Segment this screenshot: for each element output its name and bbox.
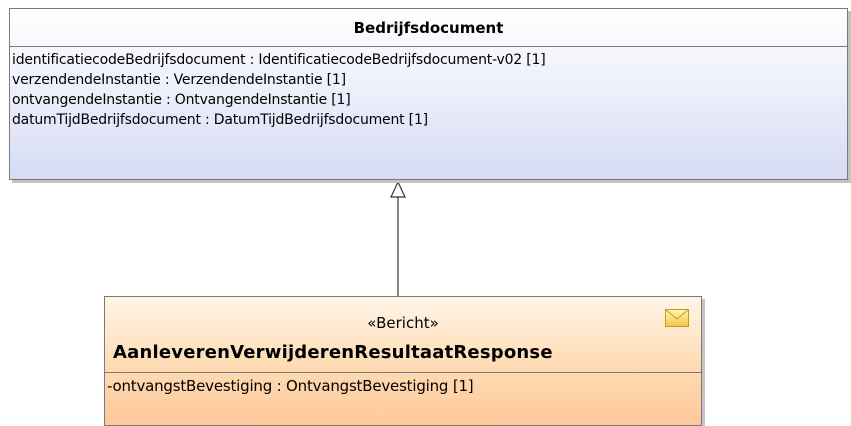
attribute-type: : VerzendendeInstantie [1] <box>160 72 346 88</box>
envelope-icon <box>665 309 689 327</box>
uml-class-bedrijfsdocument[interactable]: Bedrijfsdocument identificatiecodeBedrij… <box>9 8 848 180</box>
uml-class-aanleveren-verwijderen-resultaat-response[interactable]: «Bericht» AanleverenVerwijderenResultaat… <box>104 296 702 426</box>
attribute-row[interactable]: datumTijdBedrijfsdocument : DatumTijdBed… <box>12 110 847 130</box>
attribute-type: : DatumTijdBedrijfsdocument [1] <box>200 112 428 128</box>
class-name: AanleverenVerwijderenResultaatResponse <box>113 342 553 363</box>
generalization-arrowhead <box>390 180 406 198</box>
attribute-row[interactable]: identificatiecodeBedrijfsdocument : Iden… <box>12 50 847 70</box>
attribute-name: identificatiecodeBedrijfsdocument <box>12 52 246 68</box>
class-name: Bedrijfsdocument <box>10 9 847 47</box>
attribute-row[interactable]: verzendendeInstantie : VerzendendeInstan… <box>12 70 847 90</box>
attribute-name: datumTijdBedrijfsdocument <box>12 112 201 128</box>
attribute-compartment: identificatiecodeBedrijfsdocument : Iden… <box>10 47 847 130</box>
attribute-compartment: -ontvangstBevestiging : OntvangstBevesti… <box>105 373 701 397</box>
attribute-type: : OntvangendeInstantie [1] <box>161 92 351 108</box>
generalization-connector <box>390 180 406 296</box>
attribute-type: : OntvangstBevestiging [1] <box>272 377 474 395</box>
attribute-row[interactable]: ontvangendeInstantie : OntvangendeInstan… <box>12 90 847 110</box>
class-header: «Bericht» AanleverenVerwijderenResultaat… <box>105 297 701 373</box>
attribute-name: -ontvangstBevestiging <box>107 377 273 395</box>
attribute-name: ontvangendeInstantie <box>12 92 162 108</box>
stereotype-label: «Bericht» <box>367 314 439 332</box>
attribute-name: verzendendeInstantie <box>12 72 161 88</box>
attribute-type: : IdentificatiecodeBedrijfsdocument-v02 … <box>245 52 546 68</box>
attribute-row[interactable]: -ontvangstBevestiging : OntvangstBevesti… <box>107 375 701 397</box>
